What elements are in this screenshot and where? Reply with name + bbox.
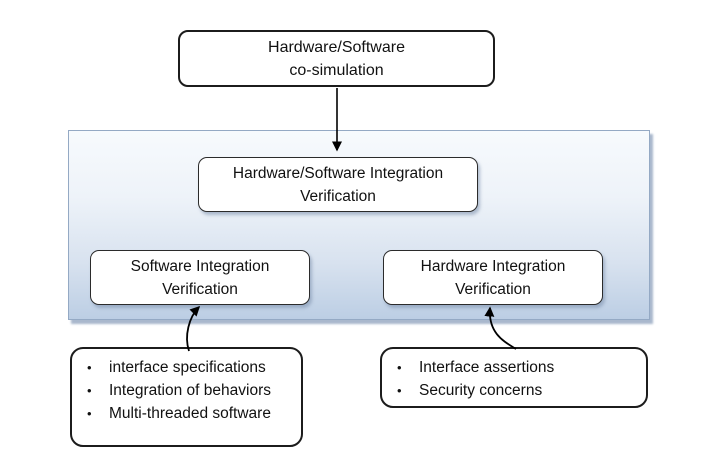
software-integration-line1: Software Integration [130, 257, 270, 275]
note-item: • Security concerns [397, 379, 640, 402]
note-text: Interface assertions [419, 359, 555, 376]
note-text: Integration of behaviors [109, 382, 271, 399]
note-item: • Multi-threaded software [87, 402, 295, 425]
hardware-notes-list: • Interface assertions • Security concer… [382, 349, 646, 402]
hw-sw-integration-line1: Hardware/Software Integration [232, 164, 444, 182]
hw-sw-integration-verification-box: Hardware/Software Integration Verificati… [198, 157, 478, 212]
hardware-integration-line2: Verification [455, 280, 531, 298]
cosimulation-box: Hardware/Software co-simulation [178, 30, 495, 87]
software-integration-line2: Verification [162, 280, 238, 298]
bullet-icon: • [87, 360, 92, 375]
note-item: • Integration of behaviors [87, 379, 295, 402]
cosimulation-box-line1: Hardware/Software [268, 38, 405, 56]
bullet-icon: • [87, 383, 92, 398]
bullet-icon: • [397, 360, 402, 375]
note-text: Security concerns [419, 382, 543, 399]
hardware-integration-line1: Hardware Integration [420, 257, 566, 275]
note-text: interface specifications [109, 359, 266, 376]
hw-sw-integration-line2: Verification [300, 187, 376, 205]
note-item: • Interface assertions [397, 356, 640, 379]
cosimulation-box-line2: co-simulation [289, 61, 384, 79]
bullet-icon: • [397, 383, 402, 398]
note-text: Multi-threaded software [109, 405, 271, 422]
software-notes-list: • interface specifications • Integration… [72, 349, 301, 425]
software-notes-box: • interface specifications • Integration… [70, 347, 303, 447]
software-integration-verification-box: Software Integration Verification [90, 250, 310, 305]
bullet-icon: • [87, 406, 92, 421]
hardware-notes-box: • Interface assertions • Security concer… [380, 347, 648, 408]
note-item: • interface specifications [87, 356, 295, 379]
hardware-integration-verification-box: Hardware Integration Verification [383, 250, 603, 305]
